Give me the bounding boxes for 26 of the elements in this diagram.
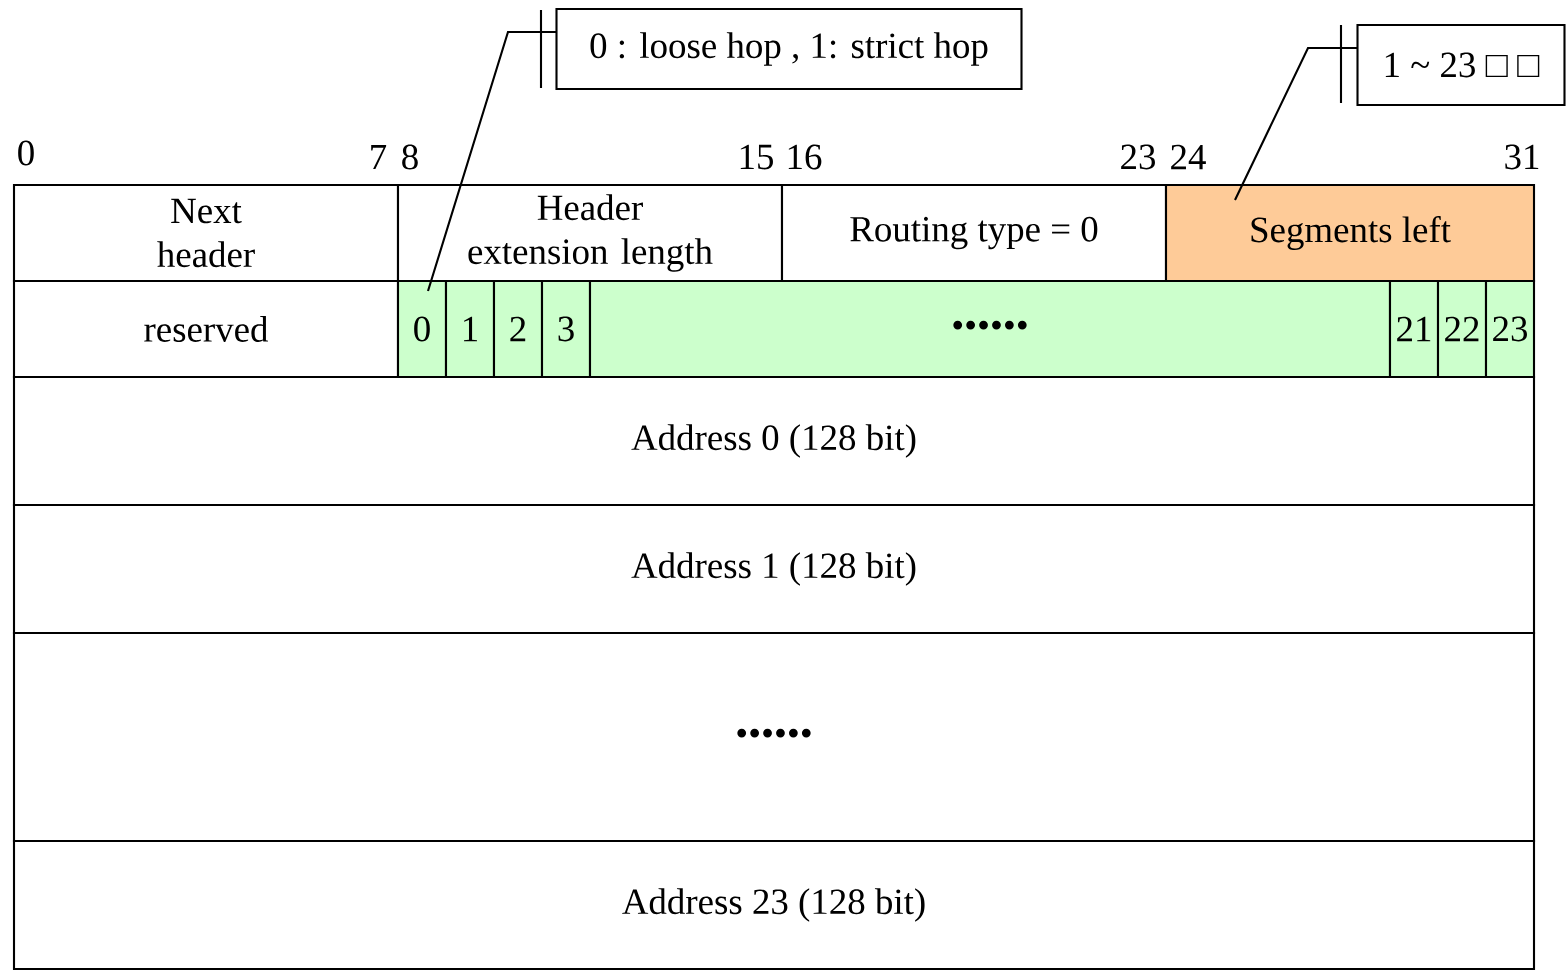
field-box: Routing type = 0: [780, 183, 1168, 283]
bit-number: 16: [788, 144, 822, 170]
leader-line: [1234, 46, 1357, 201]
bit-cell: 23: [1484, 279, 1536, 379]
bit-number: 24: [1171, 144, 1206, 170]
bit-number: 23: [1121, 144, 1155, 170]
field-box: reserved: [12, 279, 400, 379]
callout-box: 1 ~ 23 □ □: [1356, 23, 1566, 107]
bit-cell: 0: [396, 279, 448, 379]
bit-number: 31: [1505, 144, 1539, 170]
bit-number: 15: [740, 144, 773, 170]
callout-box: 0 : loose hop , 1: strict hop: [555, 7, 1023, 91]
address-row: Address 1 (128 bit): [12, 503, 1536, 635]
field-box: Next header: [12, 183, 400, 283]
bit-number: 8: [402, 144, 418, 170]
bit-number: 7: [371, 144, 387, 170]
bit-cell: 22: [1436, 279, 1488, 379]
bit-cell: 3: [540, 279, 592, 379]
field-box: Segments left: [1164, 183, 1536, 283]
leader-line: [427, 30, 557, 292]
address-row: Address 23 (128 bit): [12, 839, 1536, 971]
field-box: Header extension length: [396, 183, 784, 283]
bit-cell: 1: [444, 279, 496, 379]
address-row: ••••••: [12, 631, 1536, 843]
bit-cell: 21: [1388, 279, 1440, 379]
bit-cell: 2: [492, 279, 544, 379]
